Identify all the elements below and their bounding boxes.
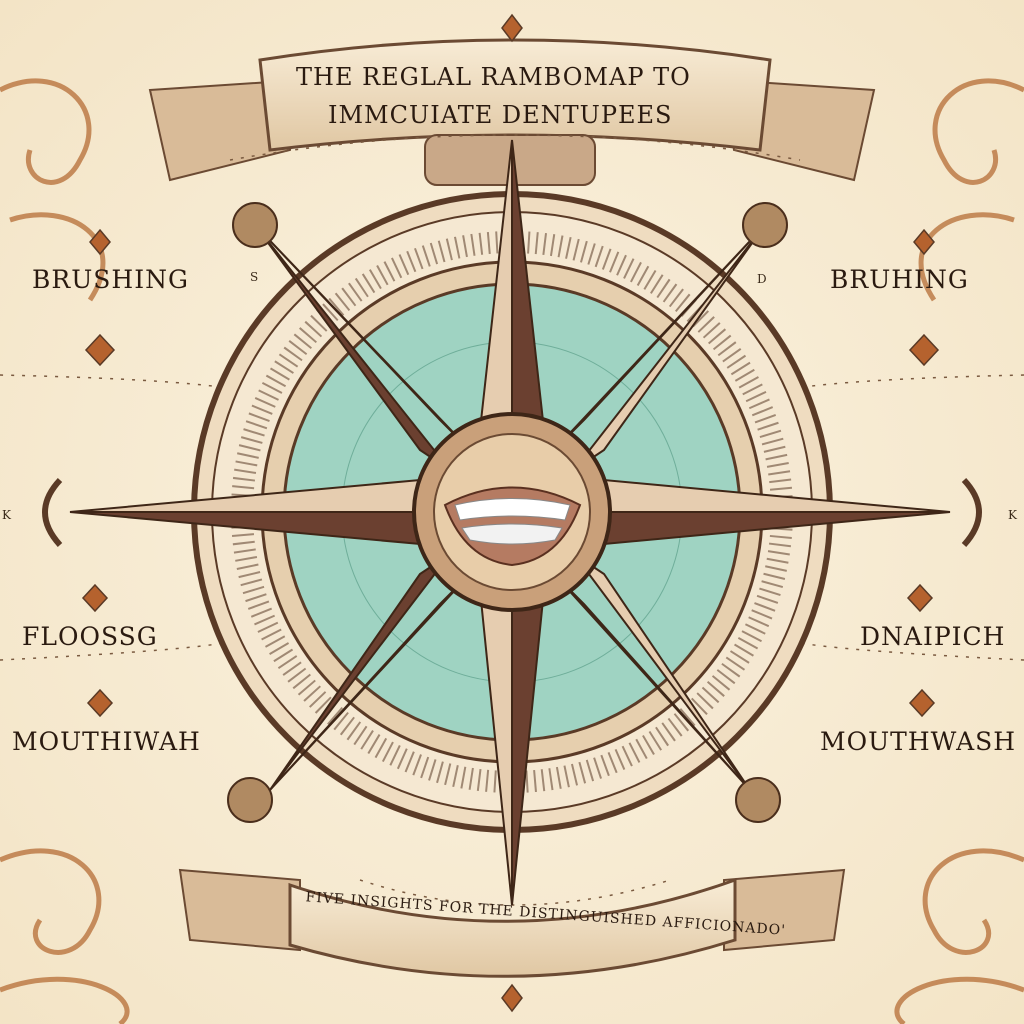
right-label-dnaipich: DNAIPICH: [860, 622, 1006, 651]
letter-mark: S: [250, 270, 259, 284]
bottom-ribbon: [178, 868, 846, 978]
flourish-ornaments: [0, 78, 1024, 1024]
letter-mark: K: [2, 508, 11, 522]
knob-ornaments: [227, 202, 788, 823]
right-label-brushing: BRUHING: [830, 265, 969, 294]
left-label-mouthwash: MOUTHIWAH: [12, 727, 201, 756]
title-ribbon: [148, 38, 876, 186]
letter-mark: D: [757, 272, 767, 286]
title-line-1: THE REGLAL RAMBOMAP TO: [296, 63, 691, 91]
letter-mark: K: [1008, 508, 1017, 522]
right-label-mouthwash: MOUTHWASH: [820, 727, 1017, 756]
smile-icon: [443, 486, 582, 567]
title-line-2: IMMCUIATE DENTUPEES: [328, 101, 673, 129]
left-label-flossing: FLOOSSG: [22, 622, 158, 651]
diamond-icons: [81, 13, 940, 1013]
compass-star: [69, 139, 951, 906]
left-label-brushing: BRUSHING: [32, 265, 189, 294]
